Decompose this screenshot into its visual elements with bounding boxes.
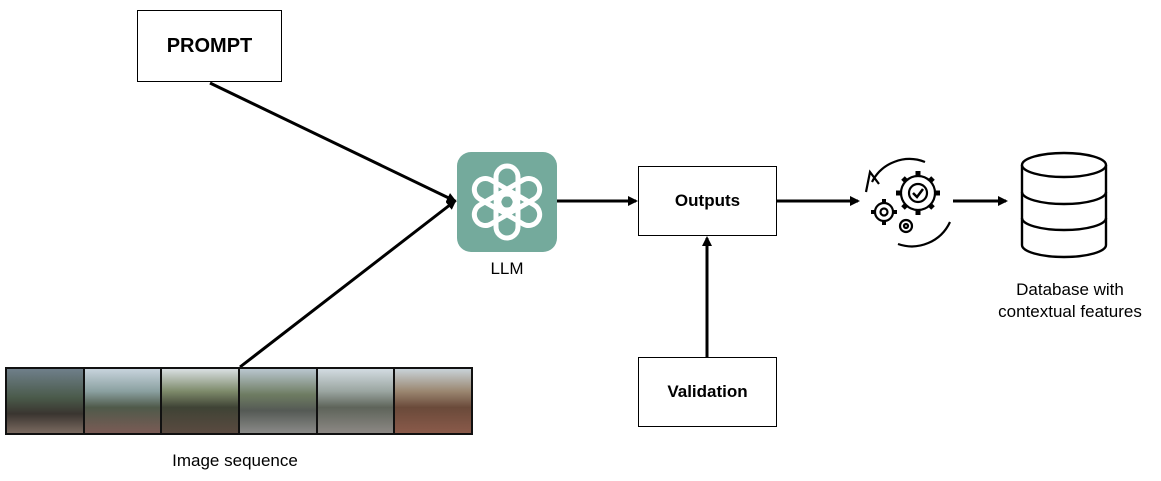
image-frame-4 [240,369,318,433]
validation-box: Validation [638,357,777,427]
validation-label: Validation [667,382,748,401]
prompt-box: PROMPT [137,10,282,82]
database-label: Database with contextual features [975,279,1161,323]
image-sequence-strip [5,367,473,435]
llm-label: LLM [490,259,524,278]
image-sequence-label: Image sequence [172,451,298,470]
image-frame-2 [84,369,163,433]
image-frame-1 [7,369,85,433]
database-label-line2: contextual features [998,302,1142,321]
outputs-label: Outputs [674,191,741,210]
openai-logo-icon [457,152,557,252]
prompt-label: PROMPT [166,34,253,57]
arrow-prompt-to-llm [209,81,457,203]
database-label-line1: Database with [1016,280,1124,299]
arrow-images-to-llm [239,199,457,369]
image-frame-3 [162,369,241,433]
image-frame-6 [395,369,472,433]
outputs-box: Outputs [638,166,777,236]
image-frame-5 [317,369,396,433]
